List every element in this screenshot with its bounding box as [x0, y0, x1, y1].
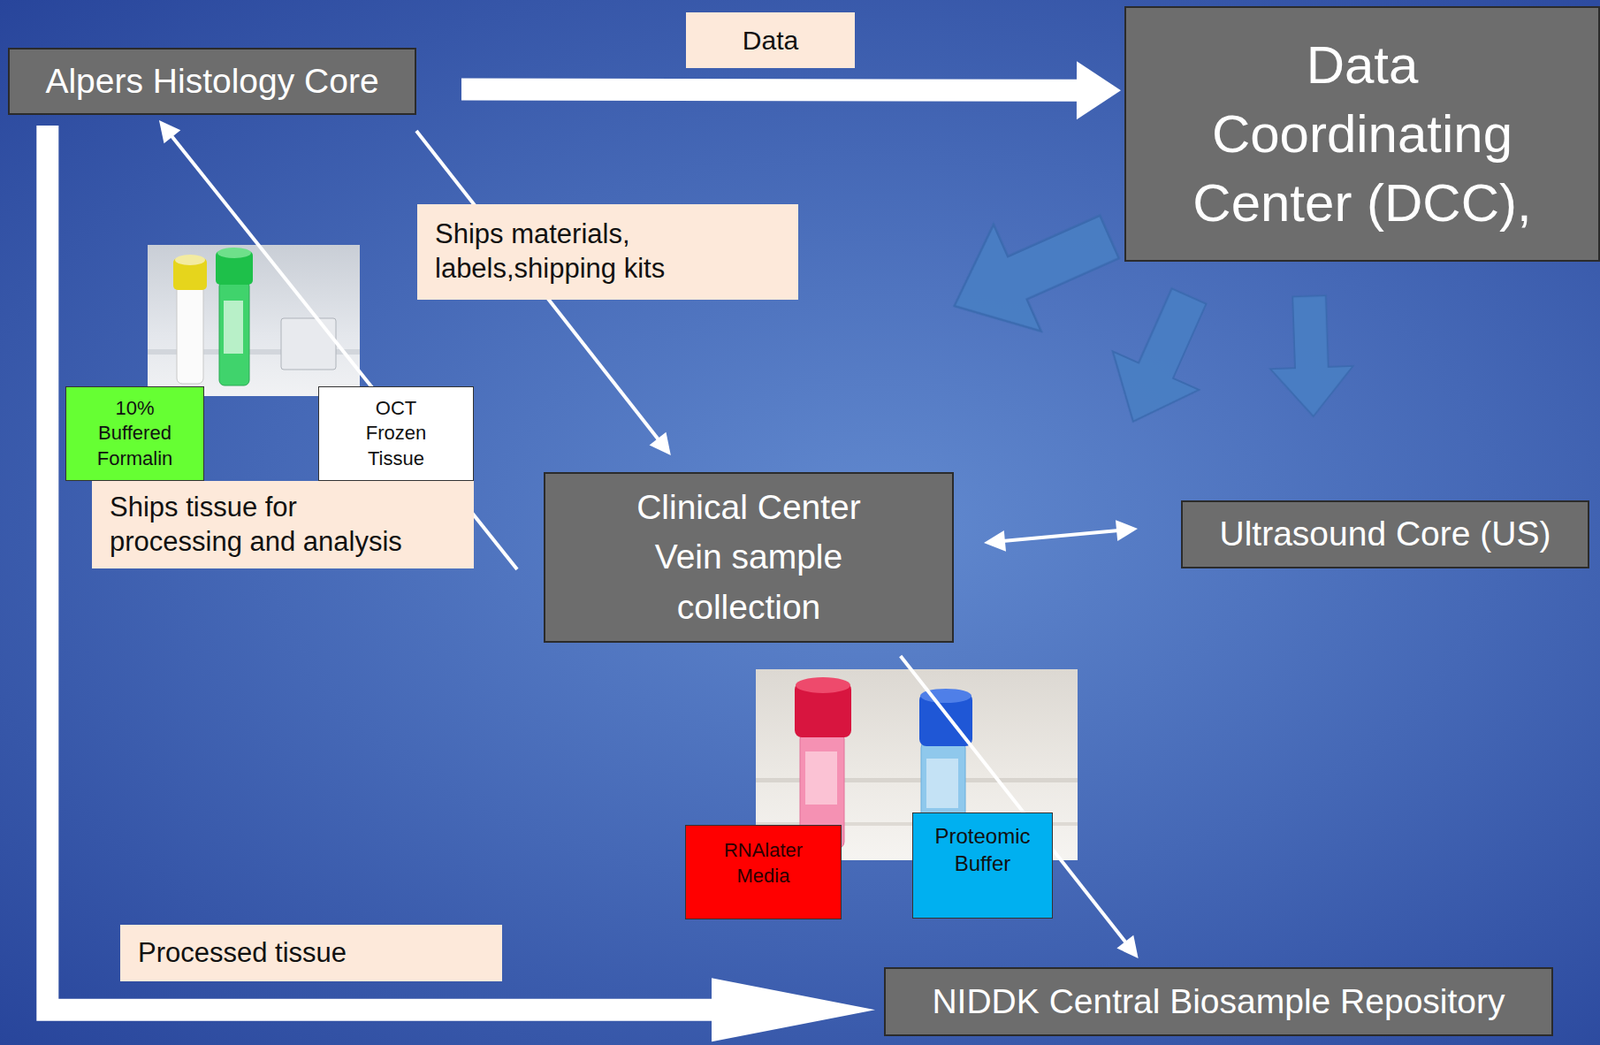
process-box: Clinical Center Vein sample collection — [543, 472, 954, 643]
edge-label-box: Processed tissue — [120, 924, 503, 982]
edge-label: Processed tissue — [137, 936, 485, 971]
connector-line — [900, 655, 1128, 944]
sample-tag: RNAlater Media — [685, 824, 842, 920]
node-text: Proteomic Buffer — [929, 822, 1037, 877]
arrow-head — [983, 530, 1006, 552]
edge-label: Ships materials, labels,shipping kits — [434, 217, 781, 287]
arrow-head — [159, 120, 181, 144]
edge-label: Data — [694, 23, 846, 58]
process-box: Data Coordinating Center (DCC), — [1124, 6, 1600, 262]
process-box: Ultrasound Core (US) — [1180, 500, 1590, 569]
edge-label-box: Ships tissue for processing and analysis — [91, 480, 474, 569]
node-text: NIDDK Central Biosample Repository — [931, 981, 1505, 1023]
arrow-head — [1116, 935, 1138, 959]
sample-tag: OCT Frozen Tissue — [318, 386, 474, 481]
connector-arrow — [900, 655, 1139, 959]
connector-line — [1003, 530, 1120, 541]
node-text: Alpers Histology Core — [45, 60, 379, 103]
edge-label-box: Ships materials, labels,shipping kits — [417, 204, 799, 300]
connector-line — [461, 89, 1082, 91]
node-text: Ultrasound Core (US) — [1219, 513, 1552, 556]
connector-arrow — [461, 60, 1121, 120]
edge-label-box: Data — [685, 12, 855, 69]
process-box: Alpers Histology Core — [7, 47, 417, 115]
arrow-head — [1076, 60, 1121, 120]
arrow-head — [711, 977, 876, 1042]
edge-label: Ships tissue for processing and analysis — [109, 490, 421, 560]
arrow-head — [649, 432, 671, 456]
node-text: Clinical Center Vein sample collection — [617, 482, 880, 633]
node-text: OCT Frozen Tissue — [349, 396, 443, 473]
process-box: NIDDK Central Biosample Repository — [883, 967, 1554, 1037]
tube-photo — [147, 244, 360, 397]
node-text: 10% Buffered Formalin — [92, 396, 177, 473]
arrow-head — [1115, 519, 1138, 541]
sample-tag: Proteomic Buffer — [912, 812, 1053, 919]
sample-tag: 10% Buffered Formalin — [65, 386, 205, 481]
connector-arrow — [983, 519, 1138, 552]
node-text: Data Coordinating Center (DCC), — [1179, 30, 1546, 238]
node-text: RNAlater Media — [712, 838, 815, 889]
